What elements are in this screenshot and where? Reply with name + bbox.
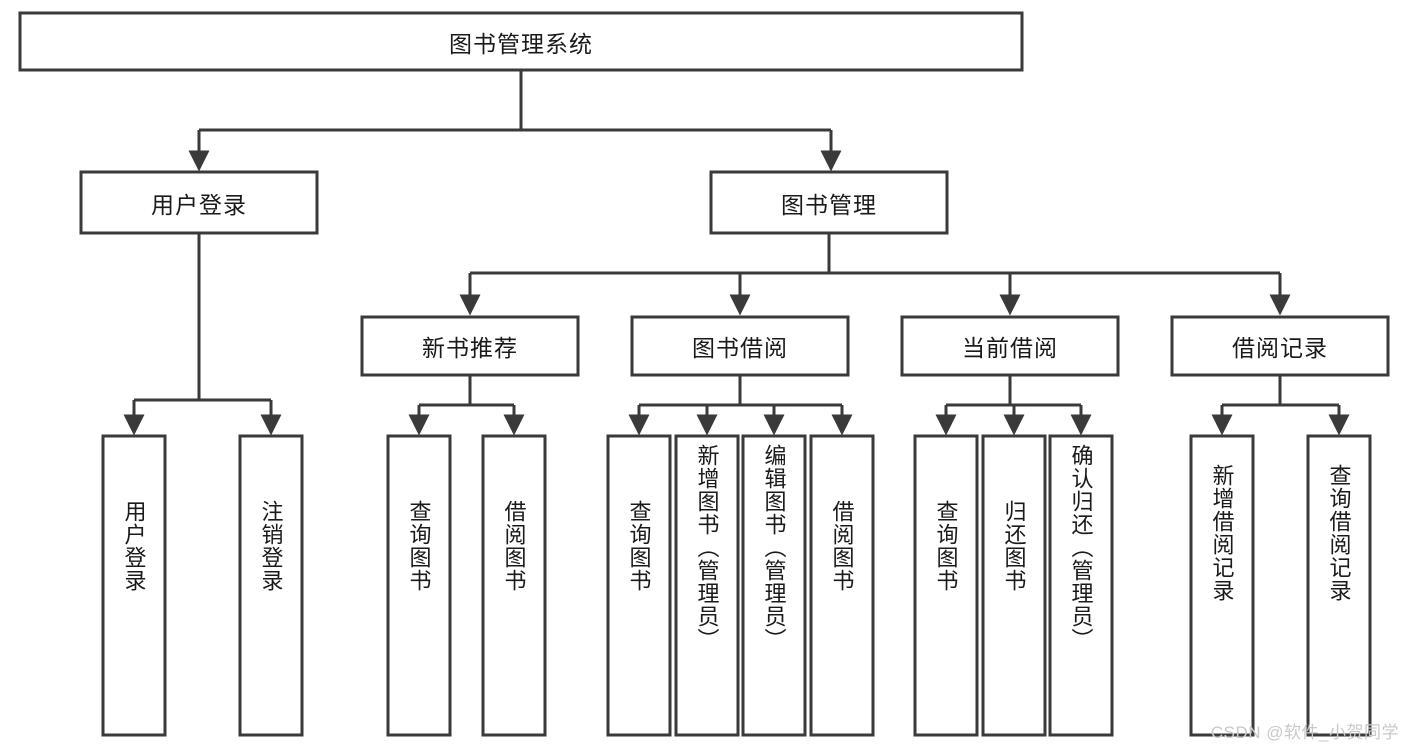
leaf-box[interactable] <box>674 434 740 737</box>
leaf-label-wrap: 新增图书（管理员） <box>676 436 738 735</box>
leaf-box[interactable] <box>981 434 1047 737</box>
leaf-box[interactable] <box>1306 434 1372 737</box>
leaf-label: 查询借阅记录 <box>1326 464 1352 602</box>
leaf-label-wrap: 编辑图书（管理员） <box>743 436 805 735</box>
connectors <box>123 70 1350 436</box>
node-box-new-book-recommend[interactable] <box>360 315 580 377</box>
leaf-box[interactable] <box>741 434 807 737</box>
leaf-box[interactable] <box>481 434 547 737</box>
leaf-box[interactable] <box>101 434 167 737</box>
leaf-label: 借阅图书 <box>829 500 855 592</box>
node-label-user-login: 用户登录 <box>151 191 247 218</box>
leaf-label-wrap: 借阅图书 <box>483 436 545 735</box>
leaf-box[interactable] <box>913 434 979 737</box>
node-box-current-borrow[interactable] <box>900 315 1120 377</box>
leaf-label: 查询图书 <box>933 500 959 592</box>
leaf-label-wrap: 归还图书 <box>983 436 1045 735</box>
leaf-label: 确认归还（管理员） <box>1068 444 1094 651</box>
leaf-box[interactable] <box>1189 434 1255 737</box>
leaf-box[interactable] <box>1048 434 1114 737</box>
leaf-label: 编辑图书（管理员） <box>761 444 787 651</box>
node-boxes <box>18 11 1390 737</box>
leaf-label: 查询图书 <box>406 500 432 592</box>
leaf-label: 归还图书 <box>1001 500 1027 592</box>
leaf-box[interactable] <box>809 434 875 737</box>
leaf-label-wrap: 查询图书 <box>915 436 977 735</box>
node-label-new-book-recommend: 新书推荐 <box>422 335 518 361</box>
node-label-current-borrow: 当前借阅 <box>962 335 1058 361</box>
node-label-book-management: 图书管理 <box>781 191 877 218</box>
leaf-label-wrap: 用户登录 <box>103 436 165 735</box>
leaf-label: 新增图书（管理员） <box>694 444 720 651</box>
leaf-box[interactable] <box>238 434 304 737</box>
leaf-label-wrap: 新增借阅记录 <box>1191 436 1253 735</box>
leaf-label: 注销登录 <box>258 500 284 592</box>
leaf-label-wrap: 查询图书 <box>608 436 670 735</box>
leaf-label: 查询图书 <box>626 500 652 592</box>
leaf-label-wrap: 借阅图书 <box>811 436 873 735</box>
node-label-borrow-record: 借阅记录 <box>1232 335 1328 361</box>
node-box-root[interactable] <box>18 11 1024 72</box>
leaf-box[interactable] <box>606 434 672 737</box>
leaf-label-wrap: 查询图书 <box>388 436 450 735</box>
node-label-book-borrow: 图书借阅 <box>692 335 788 361</box>
leaf-label-wrap: 注销登录 <box>240 436 302 735</box>
leaf-label: 用户登录 <box>121 500 147 592</box>
leaf-box[interactable] <box>386 434 452 737</box>
leaf-label: 新增借阅记录 <box>1209 464 1235 602</box>
node-box-user-login[interactable] <box>79 170 319 235</box>
node-label-root: 图书管理系统 <box>449 30 593 57</box>
leaf-label-wrap: 确认归还（管理员） <box>1050 436 1112 735</box>
leaf-label-wrap: 查询借阅记录 <box>1308 436 1370 735</box>
leaf-label: 借阅图书 <box>501 500 527 592</box>
